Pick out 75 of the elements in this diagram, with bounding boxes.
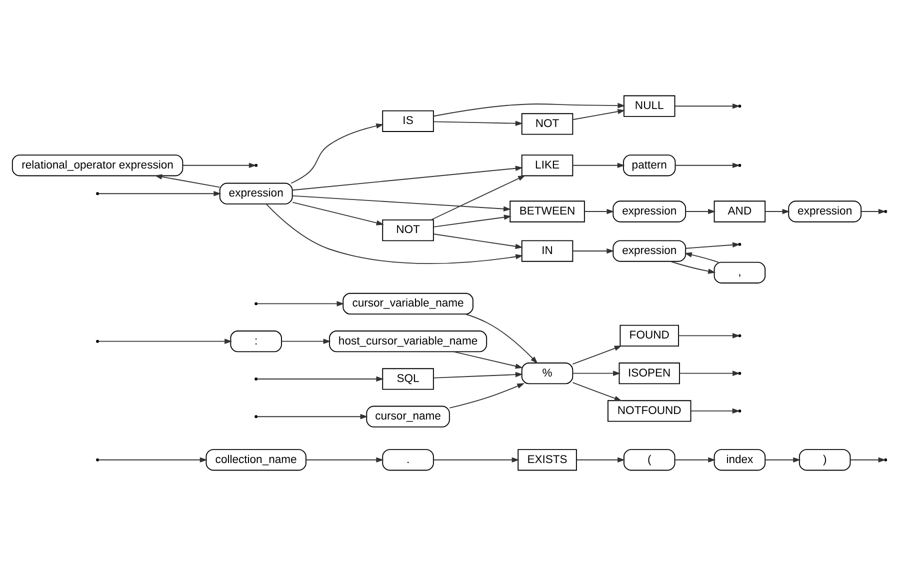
node-box: relational_operator expression bbox=[12, 154, 184, 176]
node-box: IN bbox=[521, 240, 574, 262]
arrow bbox=[292, 165, 523, 190]
node-box: expression bbox=[219, 182, 293, 204]
node-box: LIKE bbox=[521, 154, 574, 176]
arrow bbox=[154, 174, 220, 188]
node-box: ISOPEN bbox=[618, 362, 680, 384]
node-box: % bbox=[521, 362, 574, 384]
arrow bbox=[572, 370, 621, 376]
node-box: ) bbox=[798, 448, 851, 470]
arrow bbox=[281, 338, 331, 344]
arrow bbox=[674, 102, 740, 108]
arrow bbox=[465, 313, 538, 364]
node-box: NULL bbox=[624, 94, 676, 116]
node-box: NOTFOUND bbox=[608, 400, 692, 422]
arrow bbox=[670, 260, 716, 274]
arrow bbox=[306, 456, 384, 462]
arrow bbox=[690, 408, 740, 414]
arrow bbox=[98, 456, 208, 462]
arrow bbox=[764, 208, 790, 214]
arrow bbox=[685, 242, 740, 248]
arrow bbox=[674, 456, 716, 462]
arrow bbox=[256, 376, 384, 382]
node-box: cursor_name bbox=[366, 405, 450, 427]
arrow bbox=[433, 120, 523, 126]
node-box: cursor_variable_name bbox=[342, 292, 474, 314]
node-box: ( bbox=[624, 448, 676, 470]
arrow bbox=[292, 201, 384, 225]
arrow bbox=[684, 252, 720, 262]
arrow bbox=[98, 338, 232, 344]
arrow bbox=[433, 233, 523, 248]
node-box: collection_name bbox=[206, 448, 306, 470]
arrow bbox=[860, 208, 886, 214]
arrow bbox=[674, 162, 740, 168]
node-box: expression bbox=[612, 240, 686, 262]
arrow bbox=[433, 371, 523, 378]
arrow bbox=[572, 248, 614, 254]
node-box: index bbox=[714, 448, 766, 470]
node-box: expression bbox=[788, 200, 862, 222]
arrow bbox=[572, 162, 625, 168]
node-box: : bbox=[230, 330, 282, 352]
node-box: . bbox=[382, 448, 434, 470]
node-box: pattern bbox=[623, 154, 676, 176]
arrow bbox=[584, 208, 614, 214]
arrow bbox=[98, 190, 222, 196]
node-box: BETWEEN bbox=[510, 200, 585, 222]
arrow bbox=[850, 456, 886, 462]
node-box: NOT bbox=[382, 219, 434, 241]
node-box: IS bbox=[382, 110, 434, 132]
node-box: EXISTS bbox=[518, 448, 577, 470]
arrow bbox=[290, 122, 384, 184]
arrow bbox=[572, 345, 622, 364]
arrow bbox=[685, 208, 716, 214]
arrow bbox=[572, 382, 622, 401]
node-box: SQL bbox=[382, 368, 434, 390]
node-box: NOT bbox=[521, 112, 574, 134]
node-box: FOUND bbox=[620, 324, 679, 346]
arrow bbox=[433, 214, 512, 227]
arrow bbox=[453, 350, 523, 368]
arrow bbox=[433, 456, 520, 462]
node-box: expression bbox=[612, 200, 686, 222]
arrow bbox=[292, 194, 512, 211]
arrow bbox=[433, 102, 626, 116]
arrow bbox=[449, 382, 525, 408]
arrow bbox=[430, 174, 526, 220]
arrow bbox=[182, 162, 256, 168]
arrow bbox=[256, 413, 368, 419]
arrow bbox=[256, 300, 344, 306]
node-box: , bbox=[714, 261, 766, 283]
arrow bbox=[764, 456, 801, 462]
arrow bbox=[266, 203, 524, 264]
arrow bbox=[572, 108, 626, 120]
node-box: AND bbox=[714, 200, 766, 222]
arrow bbox=[576, 456, 626, 462]
node-box: host_cursor_variable_name bbox=[328, 330, 488, 352]
